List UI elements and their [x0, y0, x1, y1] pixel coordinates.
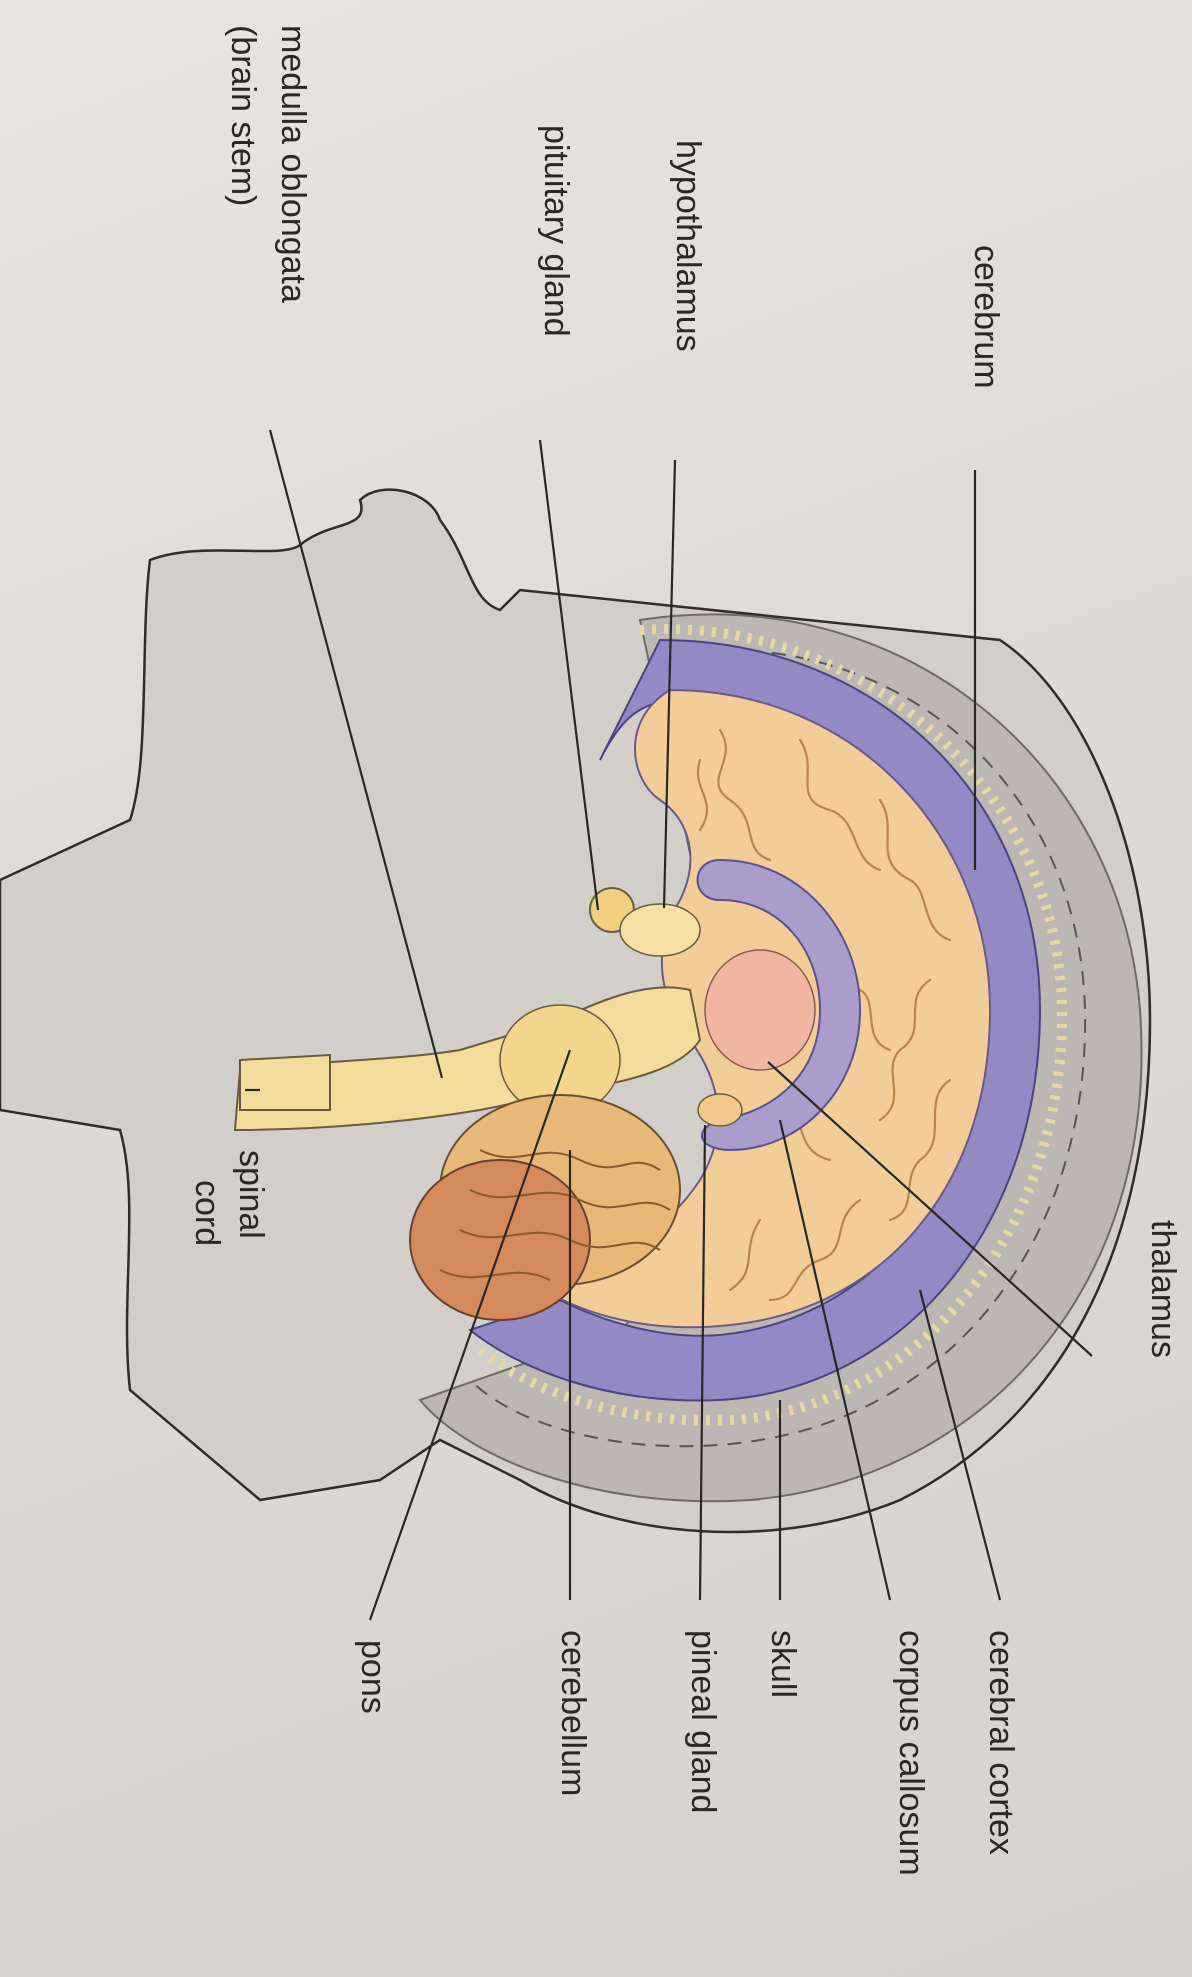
label-hypothalamus: hypothalamus [669, 140, 707, 352]
label-pineal: pineal gland [684, 1630, 722, 1813]
spinal-cord-shape [240, 1055, 330, 1110]
label-cerebellum: cerebellum [554, 1630, 592, 1796]
label-corpus-callosum: corpus callosum [892, 1630, 930, 1876]
label-medulla: medulla oblongata [274, 25, 312, 303]
label-pituitary: pituitary gland [537, 125, 575, 337]
label-spinal: spinal [232, 1150, 270, 1239]
label-cord: cord [188, 1180, 226, 1246]
hypothalamus-shape [620, 904, 700, 956]
label-thalamus: thalamus [1144, 1220, 1182, 1358]
thalamus-shape [705, 950, 815, 1070]
label-cerebrum: cerebrum [967, 245, 1005, 389]
label-brain-stem: (brain stem) [224, 25, 262, 206]
label-pons: pons [354, 1640, 392, 1714]
head-illustration [0, 490, 1150, 1532]
pineal-shape [698, 1094, 742, 1126]
label-skull: skull [764, 1630, 802, 1698]
label-cerebral-cortex: cerebral cortex [982, 1630, 1020, 1855]
